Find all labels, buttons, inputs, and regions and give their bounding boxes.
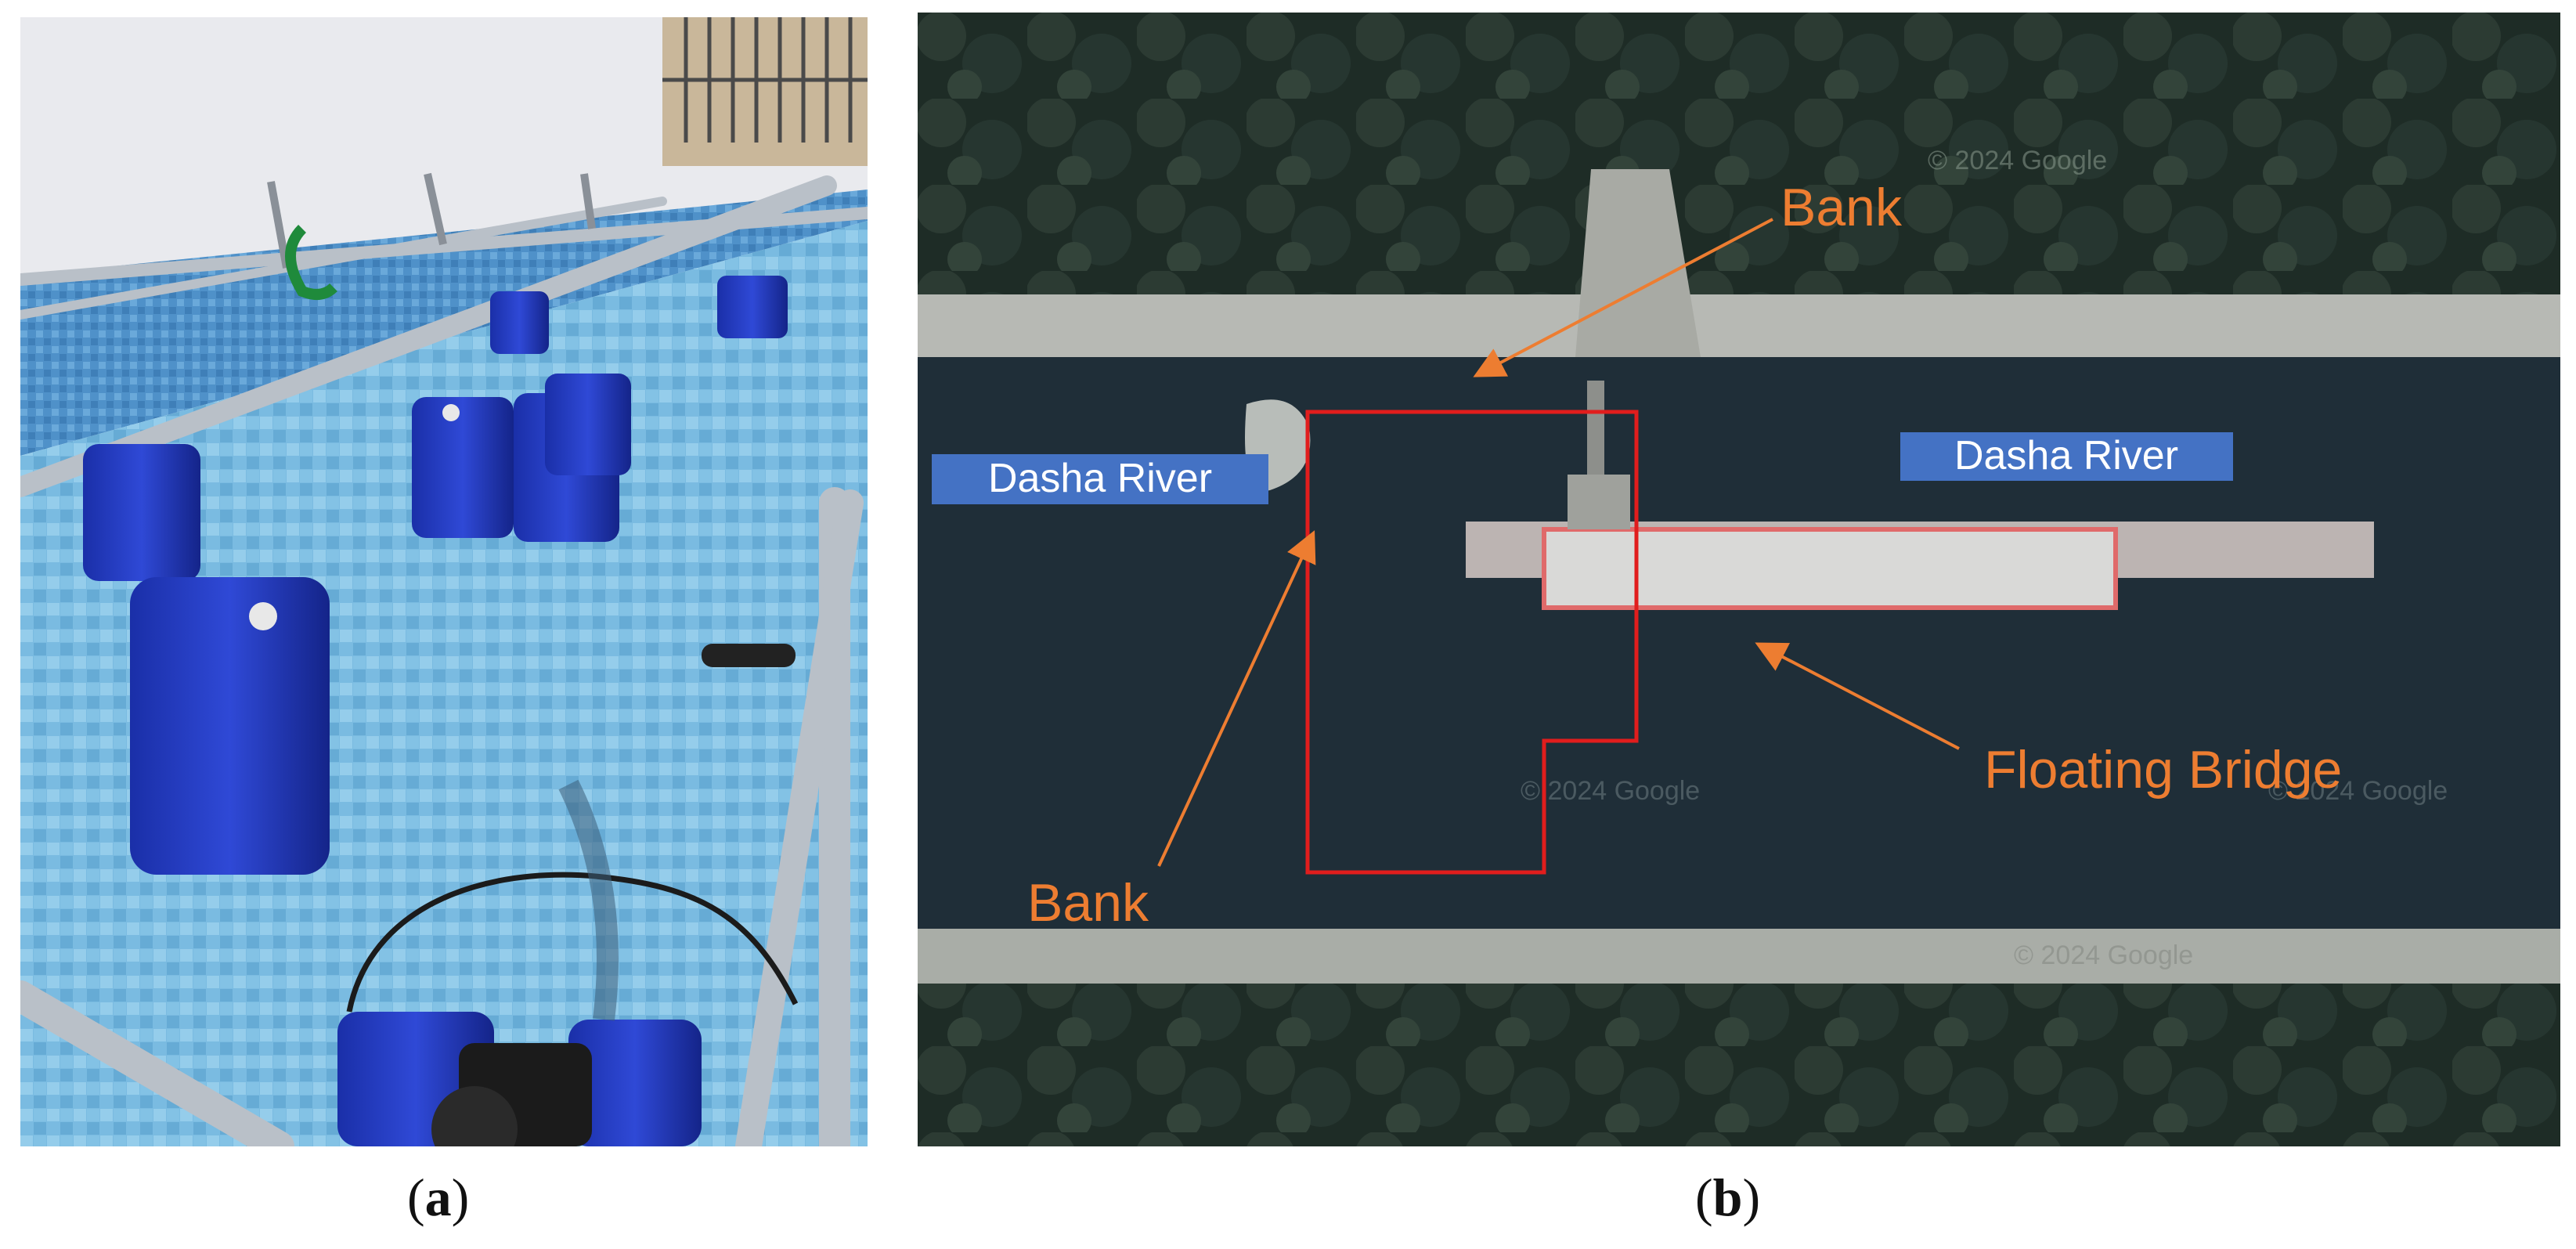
tree-canopy-top xyxy=(918,13,2560,326)
panel-a-photo xyxy=(20,17,868,1146)
caption-b: (b) xyxy=(1695,1168,1761,1227)
green-clamp xyxy=(285,225,337,300)
river-label-right-box xyxy=(1900,432,2233,481)
pool-photo xyxy=(20,17,868,1146)
label-bank-top: Bank xyxy=(1780,178,1903,237)
window-bars-icon xyxy=(662,17,868,143)
watermark-middle-right: © 2024 Google xyxy=(2268,776,2448,806)
river-water xyxy=(918,357,2560,929)
arrow-bank-bottom xyxy=(1157,530,1316,867)
label-bank-bottom: Bank xyxy=(1027,873,1149,933)
floating-containers xyxy=(83,276,788,875)
caption-b-letter: b xyxy=(1712,1168,1743,1227)
aluminium-rails xyxy=(20,175,868,1146)
river-label-right: Dasha River xyxy=(1954,433,2178,478)
arrow-floating-bridge xyxy=(1755,642,1960,750)
caption-a-letter: a xyxy=(424,1168,452,1227)
watermark-middle-left: © 2024 Google xyxy=(1521,776,1700,806)
river-label-left: Dasha River xyxy=(988,456,1212,501)
rail-clamps xyxy=(267,172,596,269)
arrow-bank-top xyxy=(1473,218,1773,377)
satellite-map: © 2024 Google © 2024 Google © 2024 Googl… xyxy=(918,13,2560,1146)
watermark-top: © 2024 Google xyxy=(1928,146,2107,175)
bottom-bank-road xyxy=(918,929,2560,984)
top-bank-road xyxy=(918,294,2560,357)
label-floating-bridge: Floating Bridge xyxy=(1984,740,2342,800)
study-region-outline xyxy=(1305,410,1639,875)
panel-b-satellite-map: © 2024 Google © 2024 Google © 2024 Googl… xyxy=(918,13,2560,1146)
robot xyxy=(337,1012,702,1146)
tree-canopy-bottom xyxy=(918,960,2560,1146)
watermark-bottom: © 2024 Google xyxy=(2014,940,2193,970)
river-label-left-box xyxy=(932,454,1268,504)
caption-a: (a) xyxy=(407,1168,470,1227)
